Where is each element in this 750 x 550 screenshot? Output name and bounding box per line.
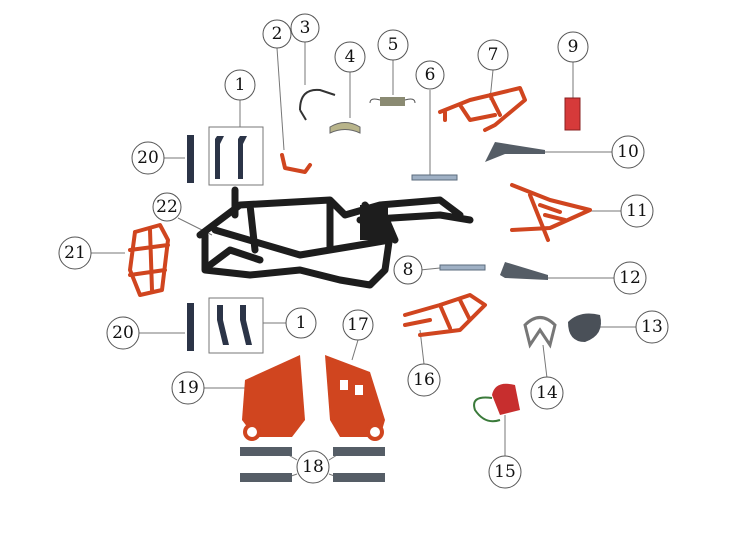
part-10-bracket — [485, 142, 545, 162]
callout-number: 5 — [388, 35, 399, 55]
part-18-rubber-pads — [240, 447, 385, 482]
callout-number: 7 — [488, 45, 499, 65]
part-3-cable — [299, 88, 336, 121]
callout-number: 22 — [156, 197, 178, 217]
part-14-bracket — [523, 316, 557, 349]
callout-22: 22 — [152, 192, 182, 222]
callout-15: 15 — [488, 455, 522, 489]
callout-number: 20 — [112, 323, 134, 343]
callout-12: 12 — [613, 261, 647, 295]
part-6-plate — [411, 174, 458, 181]
main-frame — [196, 186, 474, 289]
callout-3: 3 — [290, 13, 320, 43]
callout-17: 17 — [342, 309, 374, 341]
callout-11: 11 — [620, 194, 654, 228]
callout-number: 4 — [345, 47, 356, 67]
callout-number: 17 — [347, 315, 369, 335]
callout-2: 2 — [262, 19, 292, 49]
callout-13: 13 — [635, 310, 669, 344]
callout-number: 2 — [272, 24, 283, 44]
part-1-brackets-bottom — [217, 305, 252, 345]
callout-7: 7 — [477, 39, 509, 71]
callout-21: 21 — [58, 236, 92, 270]
callout-number: 6 — [425, 65, 436, 85]
callout-number: 13 — [641, 317, 663, 337]
callout-5: 5 — [377, 29, 409, 61]
callout-1-bottom: 1 — [285, 307, 317, 339]
callout-4: 4 — [334, 41, 366, 73]
part-11-rack — [510, 183, 592, 242]
part-5-spring — [369, 97, 416, 106]
part-12-bracket — [500, 262, 548, 280]
callout-number: 16 — [413, 370, 435, 390]
callout-number: 21 — [64, 243, 86, 263]
part-20-strap-bottom — [187, 303, 194, 351]
callout-number: 8 — [403, 260, 414, 280]
callout-10: 10 — [611, 135, 645, 169]
part-4-clip — [329, 122, 361, 134]
part-21-guard — [128, 223, 170, 297]
part-15-taillight — [473, 383, 520, 423]
callout-number: 20 — [137, 148, 159, 168]
callout-number: 9 — [568, 37, 579, 57]
leader-lines — [91, 42, 636, 481]
callout-number: 12 — [619, 268, 641, 288]
callout-8: 8 — [393, 255, 423, 285]
callout-number: 18 — [302, 457, 324, 477]
callout-19: 19 — [171, 371, 205, 405]
part-17-footplate — [325, 355, 385, 441]
callout-18: 18 — [296, 450, 330, 484]
callout-6: 6 — [415, 60, 445, 90]
callout-number: 3 — [300, 18, 311, 38]
callout-9: 9 — [557, 31, 589, 63]
part-19-footplate — [242, 355, 305, 441]
part-13-cover — [568, 313, 601, 342]
callout-number: 15 — [494, 462, 516, 482]
callout-20-bottom: 20 — [106, 316, 140, 350]
callout-number: 1 — [235, 75, 246, 95]
callout-20-top: 20 — [131, 141, 165, 175]
part-1-brackets-top — [215, 136, 247, 179]
callout-1-top: 1 — [224, 69, 256, 101]
part-20-strap-top — [187, 135, 194, 183]
part-9-reflector — [564, 97, 581, 131]
callout-number: 19 — [177, 378, 199, 398]
callout-14: 14 — [530, 376, 564, 410]
callout-number: 10 — [617, 142, 639, 162]
callout-number: 14 — [536, 383, 558, 403]
part-8-plate — [439, 264, 486, 271]
part-16-rack — [403, 293, 487, 337]
part-2-bar — [280, 153, 312, 174]
callout-16: 16 — [407, 363, 441, 397]
part-7-rack — [438, 86, 527, 132]
callout-number: 1 — [296, 313, 307, 333]
callout-number: 11 — [626, 201, 648, 221]
